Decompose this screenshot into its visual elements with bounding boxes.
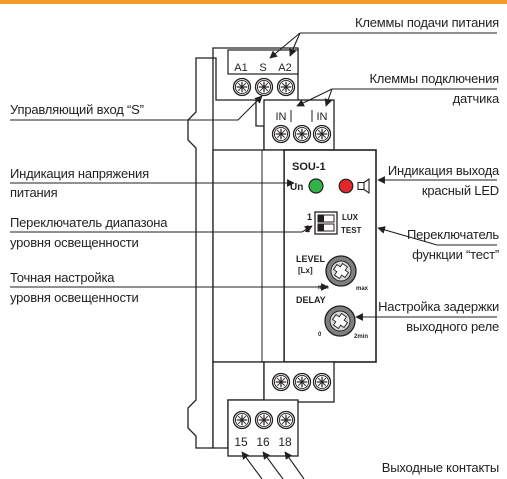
accent-bar — [0, 0, 507, 4]
din-clip — [187, 57, 214, 449]
terminal-18-screw[interactable] — [276, 410, 296, 430]
leader-output-16 — [262, 451, 284, 479]
switch-pos-1-label: 1 — [307, 212, 312, 222]
sensor-terminals-label-line1: Клеммы подключения — [369, 71, 499, 86]
leader-output-18 — [284, 451, 305, 479]
fine-adjust-label-line2: уровня освещенности — [10, 290, 139, 305]
lux-label: LUX — [342, 213, 359, 222]
level-label: LEVEL — [296, 254, 326, 264]
output-indication-label-line2: красный LED — [421, 183, 499, 198]
relay-output-icon — [357, 177, 370, 195]
terminal-15-screw[interactable] — [232, 410, 252, 430]
terminal-s-screw[interactable] — [254, 77, 274, 97]
output-contacts-label: Выходные контакты — [381, 460, 499, 475]
power-led — [308, 178, 324, 194]
leader-test — [377, 226, 497, 246]
terminal-18-label: 18 — [278, 435, 292, 449]
terminal-in-mid-screw[interactable] — [292, 124, 312, 144]
leader-control — [10, 95, 263, 121]
sensor-terminals-label-line2: датчика — [452, 91, 500, 106]
fine-adjust-label-line1: Точная настройка — [10, 270, 115, 285]
terminal-16-label: 16 — [256, 435, 270, 449]
un-label: Un — [290, 182, 303, 193]
lower-terminal-screw-2[interactable] — [292, 372, 312, 392]
terminal-in2-label: IN — [317, 111, 328, 123]
lower-terminal-screw-3[interactable] — [312, 372, 332, 392]
model-label: SOU-1 — [292, 161, 326, 173]
dip-switch[interactable] — [314, 211, 338, 235]
delay-knob[interactable] — [324, 305, 356, 337]
terminal-in2-screw[interactable] — [312, 124, 332, 144]
delay-adjust-label-line2: выходного реле — [406, 319, 499, 334]
terminal-a1-screw[interactable] — [232, 77, 252, 97]
terminal-in1-label: IN — [276, 111, 287, 123]
leader-range — [10, 225, 313, 233]
test-switch-label-line2: функции “тест” — [412, 247, 499, 262]
test-switch-label-line1: Переключатель — [407, 227, 499, 242]
terminal-a2-label: A2 — [278, 62, 291, 74]
terminal-16-screw[interactable] — [254, 410, 274, 430]
leader-output-15 — [241, 451, 263, 479]
control-input-label: Управляющий вход “S” — [10, 102, 144, 117]
terminal-a2-screw[interactable] — [276, 77, 296, 97]
terminal-s-label: S — [259, 62, 266, 74]
delay-label: DELAY — [296, 295, 326, 305]
voltage-indication-label-line2: питания — [10, 185, 58, 200]
level-min-label: min — [318, 285, 329, 291]
range-switch-label-line1: Переключатель диапазона — [10, 215, 168, 230]
terminal-15-label: 15 — [234, 435, 248, 449]
delay-adjust-label-line1: Настройка задержки — [378, 299, 499, 314]
delay-max-label: 2min — [354, 334, 368, 340]
test-label: TEST — [341, 226, 362, 235]
range-switch-label-line2: уровня освещенности — [10, 235, 139, 250]
output-led — [338, 178, 354, 194]
delay-zero-label: 0 — [318, 332, 322, 338]
level-knob[interactable] — [325, 255, 357, 287]
voltage-indication-label-line1: Индикация напряжения — [10, 166, 149, 181]
output-indication-label-line1: Индикация выхода — [387, 163, 499, 178]
level-unit-label: [Lx] — [298, 266, 313, 275]
level-max-label: max — [356, 286, 369, 292]
terminal-in1-screw[interactable] — [271, 124, 291, 144]
terminal-a1-label: A1 — [234, 62, 247, 74]
lower-terminal-screw-1[interactable] — [271, 372, 291, 392]
power-terminals-label: Клеммы подачи питания — [355, 15, 499, 30]
